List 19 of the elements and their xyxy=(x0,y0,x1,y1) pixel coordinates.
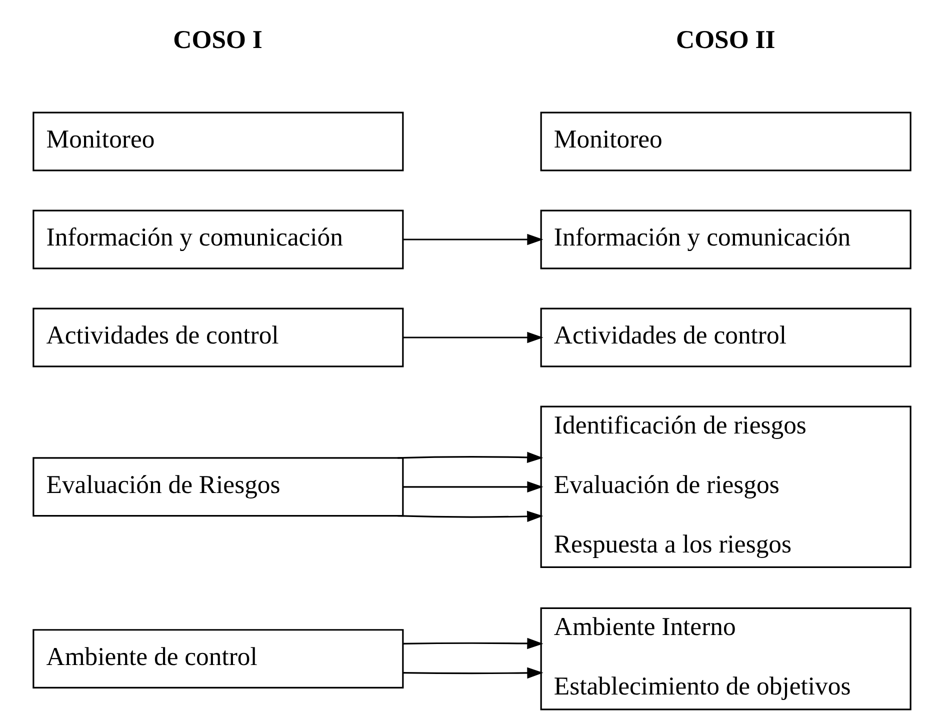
node-box: Ambiente de control xyxy=(32,629,404,689)
arrow xyxy=(403,234,544,246)
arrow xyxy=(403,332,544,344)
node-box: Ambiente Interno Establecimiento de objetivos xyxy=(540,607,912,710)
node-box: Evaluación de Riesgos xyxy=(32,457,404,517)
node-box: Monitoreo xyxy=(540,112,912,172)
node-box: Monitoreo xyxy=(32,112,404,172)
node-box: Identificación de riesgos Evaluación de riesgos Respuesta a los riesgos xyxy=(540,406,912,568)
arrow xyxy=(403,667,544,679)
arrow xyxy=(403,638,544,650)
label: COSO I xyxy=(173,25,262,54)
node-box: Información y comunicación xyxy=(540,210,912,270)
node-box: Actividades de control xyxy=(32,308,404,368)
node-box: Información y comunicación xyxy=(32,210,404,270)
arrow xyxy=(403,481,544,493)
arrow xyxy=(398,452,544,464)
label: COSO II xyxy=(676,25,776,54)
node-box: Actividades de control xyxy=(540,308,912,368)
arrow xyxy=(398,510,544,522)
